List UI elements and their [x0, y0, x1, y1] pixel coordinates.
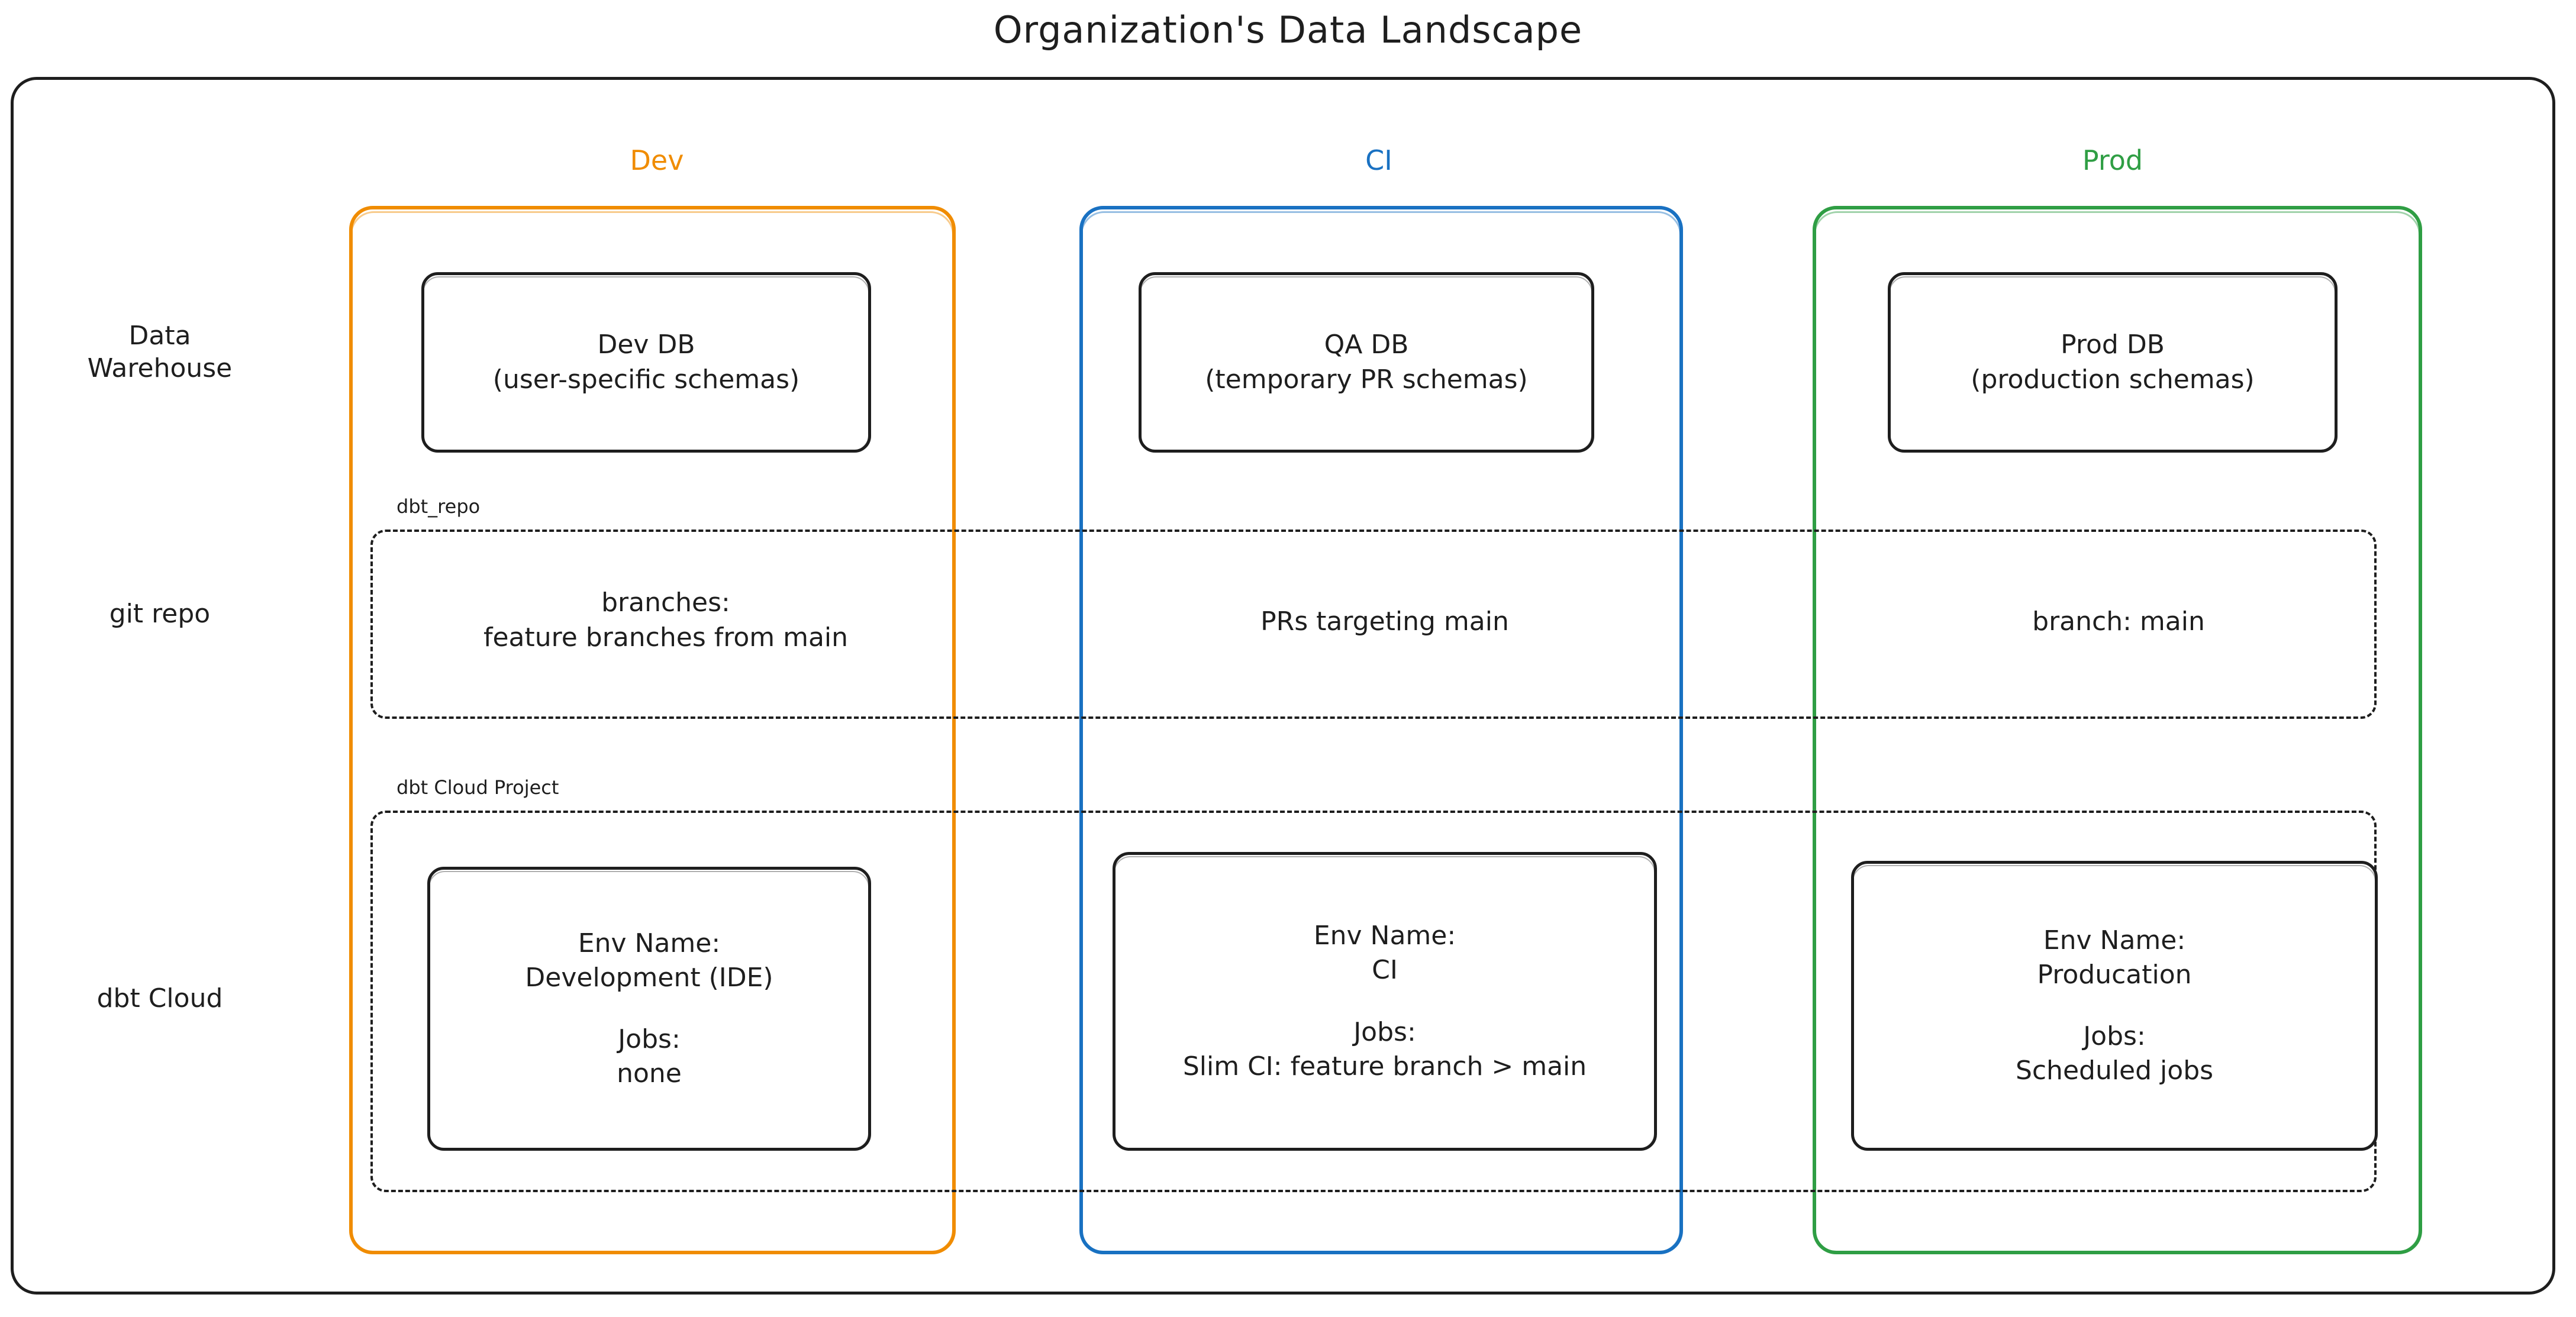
env-name-label-ci: Env Name: — [1313, 921, 1456, 951]
dashed-container-dbt-repo: dbt_repo — [370, 495, 2377, 719]
git-repo-cell-ci: PRs targeting main — [1260, 606, 1509, 637]
git-repo-cell-dev: branches: feature branches from main — [483, 588, 849, 653]
jobs-value-dev: none — [617, 1058, 682, 1089]
env-name-value-dev: Development (IDE) — [525, 962, 773, 993]
env-name-label-prod: Env Name: — [2043, 925, 2186, 956]
node-prod-db: Prod DB (production schemas) — [1888, 272, 2338, 453]
row-label-git-repo: git repo — [109, 599, 211, 629]
column-container-prod — [1813, 206, 2422, 1254]
node-dbt-cloud-env-prod: Env Name: Producation Jobs: Scheduled jo… — [1851, 861, 2378, 1151]
jobs-label-prod: Jobs: — [2083, 1021, 2146, 1051]
column-header-ci: CI — [1365, 144, 1392, 176]
jobs-label-dev: Jobs: — [618, 1024, 681, 1054]
column-container-dev — [349, 206, 956, 1254]
node-dbt-cloud-env-ci: Env Name: CI Jobs: Slim CI: feature bran… — [1113, 852, 1657, 1151]
dashed-container-label-dbt-cloud-project: dbt Cloud Project — [393, 776, 563, 799]
env-name-value-ci: CI — [1372, 955, 1398, 986]
row-label-dbt-cloud: dbt Cloud — [96, 983, 223, 1013]
row-label-data-warehouse: Data Warehouse — [87, 321, 233, 383]
env-name-label-dev: Env Name: — [578, 928, 721, 958]
node-dev-db: Dev DB (user-specific schemas) — [421, 272, 871, 453]
jobs-label-ci: Jobs: — [1353, 1016, 1416, 1047]
git-repo-cell-prod: branch: main — [2032, 606, 2205, 637]
dashed-container-dbt-cloud-project: dbt Cloud Project — [370, 776, 2377, 1192]
dashed-container-label-dbt-repo: dbt_repo — [393, 495, 484, 518]
node-dbt-cloud-env-dev: Env Name: Development (IDE) Jobs: none — [427, 867, 871, 1151]
jobs-value-ci: Slim CI: feature branch > main — [1182, 1051, 1587, 1082]
node-qa-db: QA DB (temporary PR schemas) — [1139, 272, 1594, 453]
jobs-value-prod: Scheduled jobs — [2015, 1055, 2214, 1086]
outer-frame — [11, 77, 2555, 1295]
column-container-ci — [1079, 206, 1683, 1254]
column-header-prod: Prod — [2082, 144, 2143, 176]
env-name-value-prod: Producation — [2037, 959, 2192, 990]
column-header-dev: Dev — [630, 144, 684, 176]
page-title: Organization's Data Landscape — [993, 8, 1583, 51]
